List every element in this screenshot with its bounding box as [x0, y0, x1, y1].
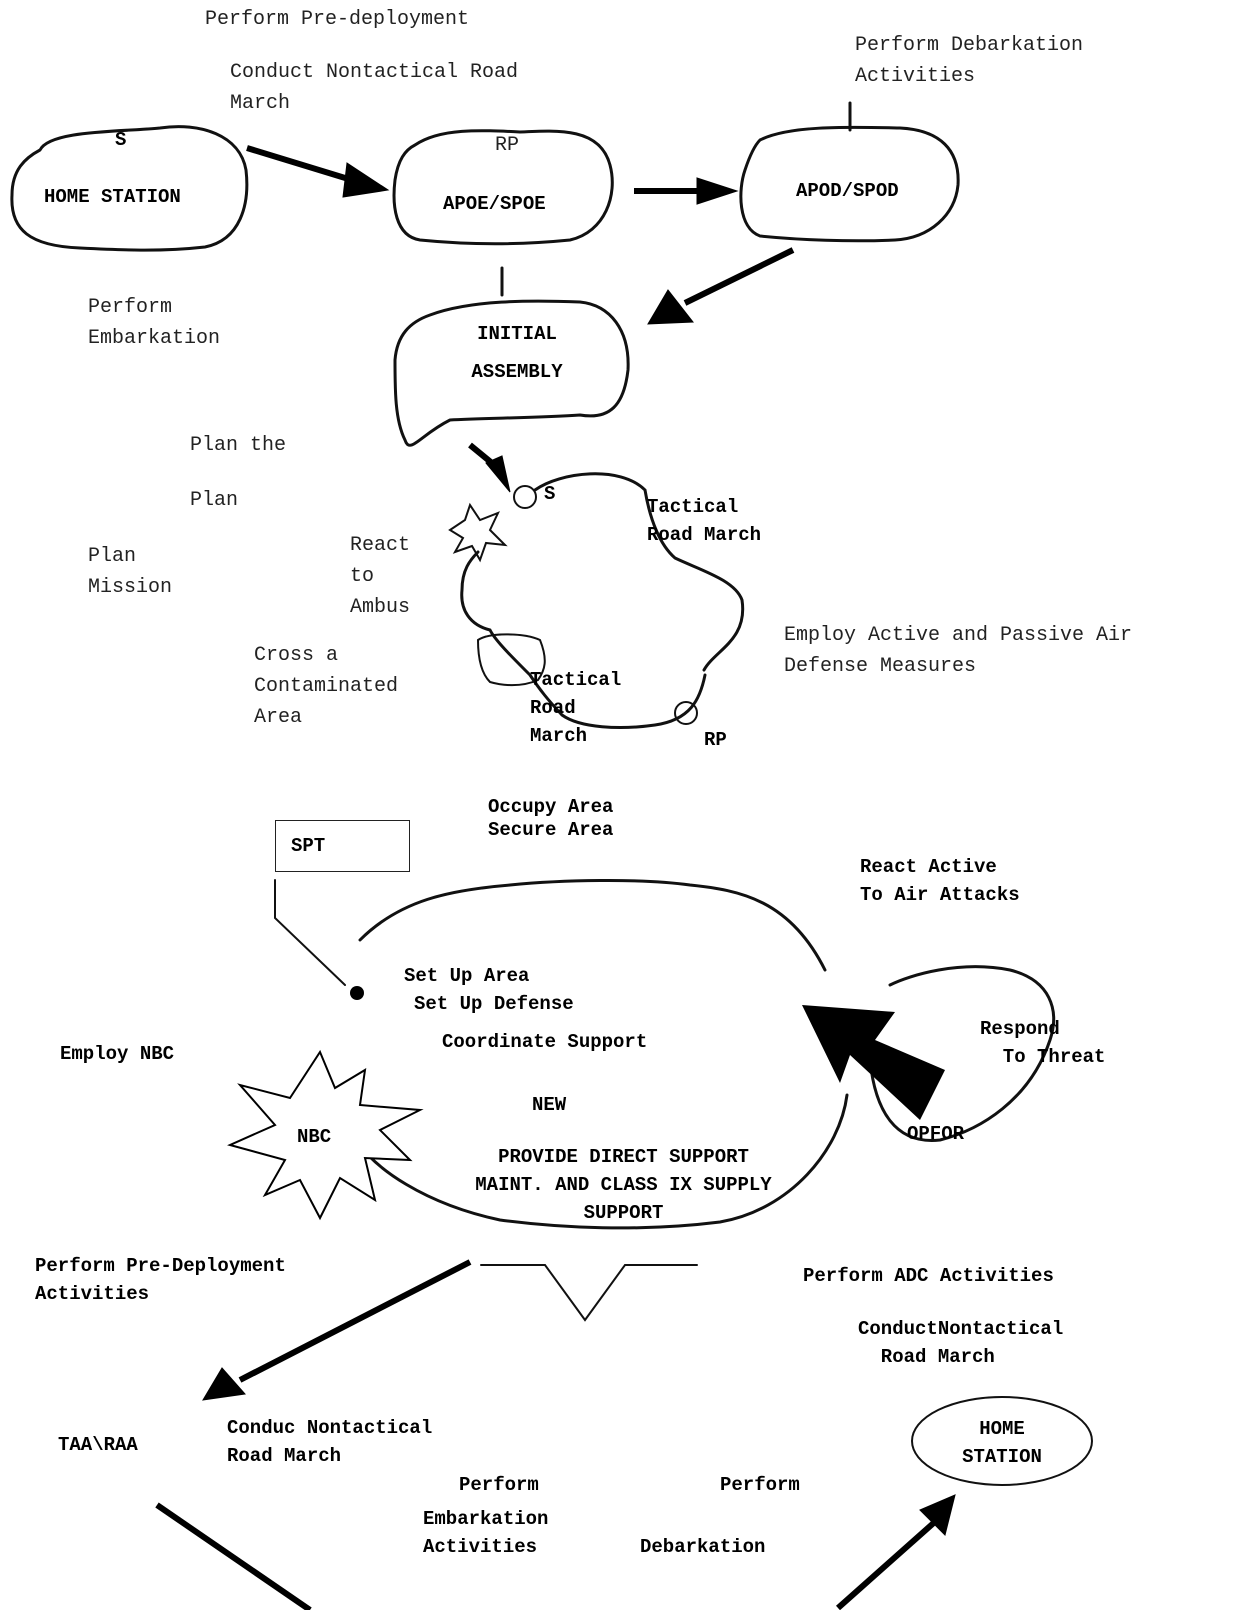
new-area-label: NEW — [532, 1094, 567, 1116]
perform-embarkation-bullet: Perform — [459, 1474, 539, 1496]
spt-connector — [274, 879, 346, 986]
tactical-march-route-lower — [460, 550, 707, 730]
home-station-node — [10, 125, 249, 252]
plan-the-task: Plan the — [190, 434, 287, 457]
initial-assembly-label: INITIAL ASSEMBLY — [471, 323, 563, 383]
arrow-home-to-apoe — [246, 145, 356, 184]
conduc-nontactical-task: Conduc Nontactical Road March — [227, 1417, 433, 1467]
tactical-march-route — [533, 472, 745, 672]
plan-task: Plan — [190, 489, 239, 512]
arrowhead-home-to-apoe — [342, 162, 390, 198]
debarkation-task: Perform Debarkation Activities — [855, 34, 1084, 88]
spt-label: SPT — [291, 835, 326, 857]
apoe-rp-label: RP — [495, 134, 520, 157]
nbc-burst — [227, 1049, 424, 1221]
opfor-attack-arrow — [802, 1005, 945, 1120]
march-release-label: RP — [704, 729, 727, 751]
apod-spod-node — [739, 125, 960, 243]
apod-label: APOD/SPOD — [796, 180, 899, 202]
set-up-area-task: Set Up Area — [404, 965, 530, 987]
embarkation-task: Perform Embarkation — [88, 296, 221, 350]
opfor-loop — [868, 965, 1056, 1142]
support-point — [350, 986, 364, 1000]
march-start-point — [513, 485, 537, 509]
arrow-to-home — [836, 1517, 939, 1610]
march-release-point — [674, 701, 698, 725]
nbc-label: NBC — [297, 1126, 332, 1148]
perform-debarkation-bullet: Perform — [720, 1474, 800, 1496]
react-to-ambush-task: React to Ambus — [350, 534, 411, 619]
conduct-nontactical-task: ConductNontactical Road March — [858, 1318, 1064, 1368]
line-from-taa — [155, 1502, 312, 1610]
home-station-start-label: S — [115, 129, 127, 151]
secure-area-task: Secure Area — [488, 819, 614, 841]
initial-assembly-node — [393, 299, 630, 447]
pre-deployment-task: Perform Pre-deployment — [205, 8, 470, 31]
bottom-pre-deployment-task: Perform Pre-Deployment Activities — [35, 1255, 286, 1305]
spt-box: SPT — [275, 820, 410, 872]
coordinate-support-task: Coordinate Support — [442, 1031, 648, 1053]
embarkation-activities-label: Embarkation Activities — [423, 1508, 549, 1558]
employ-nbc-task: Employ NBC — [60, 1043, 175, 1065]
home-station-return-label: HOME STATION — [962, 1418, 1042, 1468]
new-area-boundary — [348, 878, 849, 1230]
arrowhead-to-home — [919, 1494, 956, 1536]
march-start-label: S — [544, 483, 556, 505]
set-up-defense-task: Set Up Defense — [414, 993, 574, 1015]
tactical-march-label-lower: Tactical Road March — [530, 669, 622, 747]
react-air-task: React Active To Air Attacks — [860, 856, 1020, 906]
arrow-to-taa — [238, 1259, 472, 1383]
cross-contaminated-task: Cross a Contaminated Area — [254, 644, 399, 729]
home-station-oval — [911, 1396, 1093, 1486]
apoe-label: APOE/SPOE — [443, 193, 546, 215]
arrowhead-apod-to-assembly — [647, 289, 694, 325]
taa-raa-label: TAA\RAA — [58, 1434, 138, 1456]
tactical-march-label: Tactical Road March — [647, 496, 762, 546]
apoe-spoe-node — [392, 129, 614, 246]
arrow-apod-to-assembly — [683, 247, 795, 306]
contaminated-area — [476, 633, 546, 687]
arrowhead-to-taa — [202, 1367, 246, 1401]
arrowhead-assembly-to-march — [485, 455, 511, 493]
opfor-label: OPFOR — [907, 1123, 965, 1145]
arrowhead-apoe-to-apod — [696, 177, 739, 205]
home-station-label: HOME STATION — [44, 186, 181, 208]
ambush-burst — [448, 502, 508, 563]
air-defense-task: Employ Active and Passive Air Defense Me… — [784, 624, 1133, 678]
nontactical-march-task: Conduct Nontactical Road March — [230, 61, 519, 115]
occupy-area-task: Occupy Area — [488, 796, 614, 818]
provide-support-mission: PROVIDE DIRECT SUPPORT MAINT. AND CLASS … — [475, 1146, 772, 1224]
respond-threat-task: Respond To Threat — [980, 1018, 1106, 1068]
return-brace — [480, 1264, 698, 1322]
plan-mission-task: Plan Mission — [88, 545, 173, 599]
debarkation-label: Debarkation — [640, 1536, 766, 1558]
adc-task: Perform ADC Activities — [803, 1265, 1054, 1287]
